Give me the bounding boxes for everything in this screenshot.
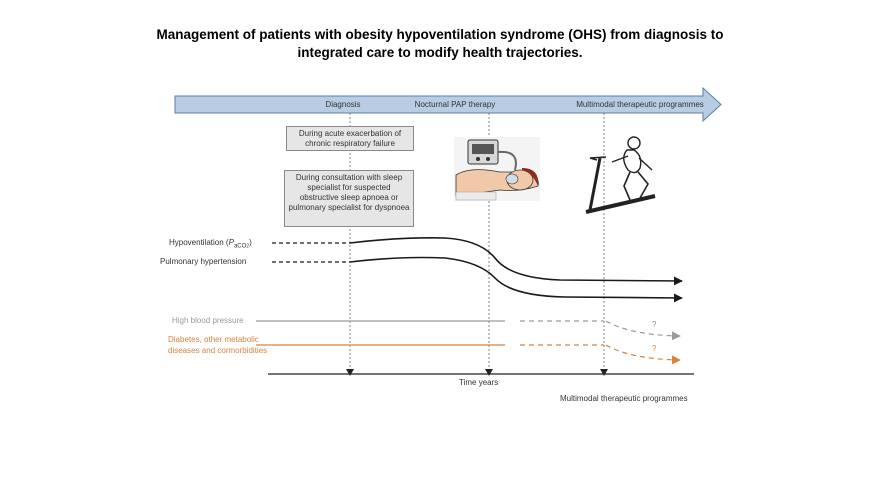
axis-tick-diagnosis xyxy=(346,369,354,376)
paco2-subscript-2: 2 xyxy=(246,243,250,250)
consultation-box: During consultation with sleep specialis… xyxy=(284,170,414,227)
diabetes-projection xyxy=(605,344,681,365)
axis-tick-multimodal xyxy=(600,369,608,376)
pap-machine-patient-icon xyxy=(454,137,540,201)
diabetes-label-line-2: diseases and cormorbidities xyxy=(168,346,268,355)
hypoventilation-label: Hypoventilation (PaCO2) xyxy=(169,238,252,252)
pulmonary-hypertension-label: Pulmonary hypertension xyxy=(160,257,247,266)
hypoventilation-close: ) xyxy=(249,238,252,247)
diabetes-label-line-1: Diabetes, other metabolic xyxy=(168,335,259,344)
diabetes-question-mark: ? xyxy=(652,344,657,353)
hypoventilation-text: Hypoventilation ( xyxy=(169,238,229,247)
high-blood-pressure-projection xyxy=(605,320,681,341)
stage-multimodal-label: Multimodal therapeutic programmes xyxy=(576,100,704,109)
footer-multimodal-label: Multimodal therapeutic programmes xyxy=(560,394,688,403)
acute-exacerbation-box: During acute exacerbation of chronic res… xyxy=(286,126,414,151)
title-line-1: Management of patients with obesity hypo… xyxy=(156,27,724,42)
timeline-arrow xyxy=(174,86,722,123)
blood-pressure-question-mark: ? xyxy=(652,320,657,329)
paco2-variable: P xyxy=(228,238,234,247)
title-line-2: integrated care to modify health traject… xyxy=(297,45,583,60)
stage-pap-label: Nocturnal PAP therapy xyxy=(415,100,496,109)
hypoventilation-curve xyxy=(349,237,683,286)
figure-title: Management of patients with obesity hypo… xyxy=(0,26,880,62)
pulmonary-hypertension-curve xyxy=(349,256,683,303)
high-blood-pressure-label: High blood pressure xyxy=(172,316,244,325)
axis-tick-pap xyxy=(485,369,493,376)
time-axis-label: Time years xyxy=(459,378,499,387)
treadmill-runner-icon xyxy=(585,136,656,214)
stage-diagnosis-label: Diagnosis xyxy=(325,100,360,109)
paco2-subscript: aCO xyxy=(233,243,247,250)
